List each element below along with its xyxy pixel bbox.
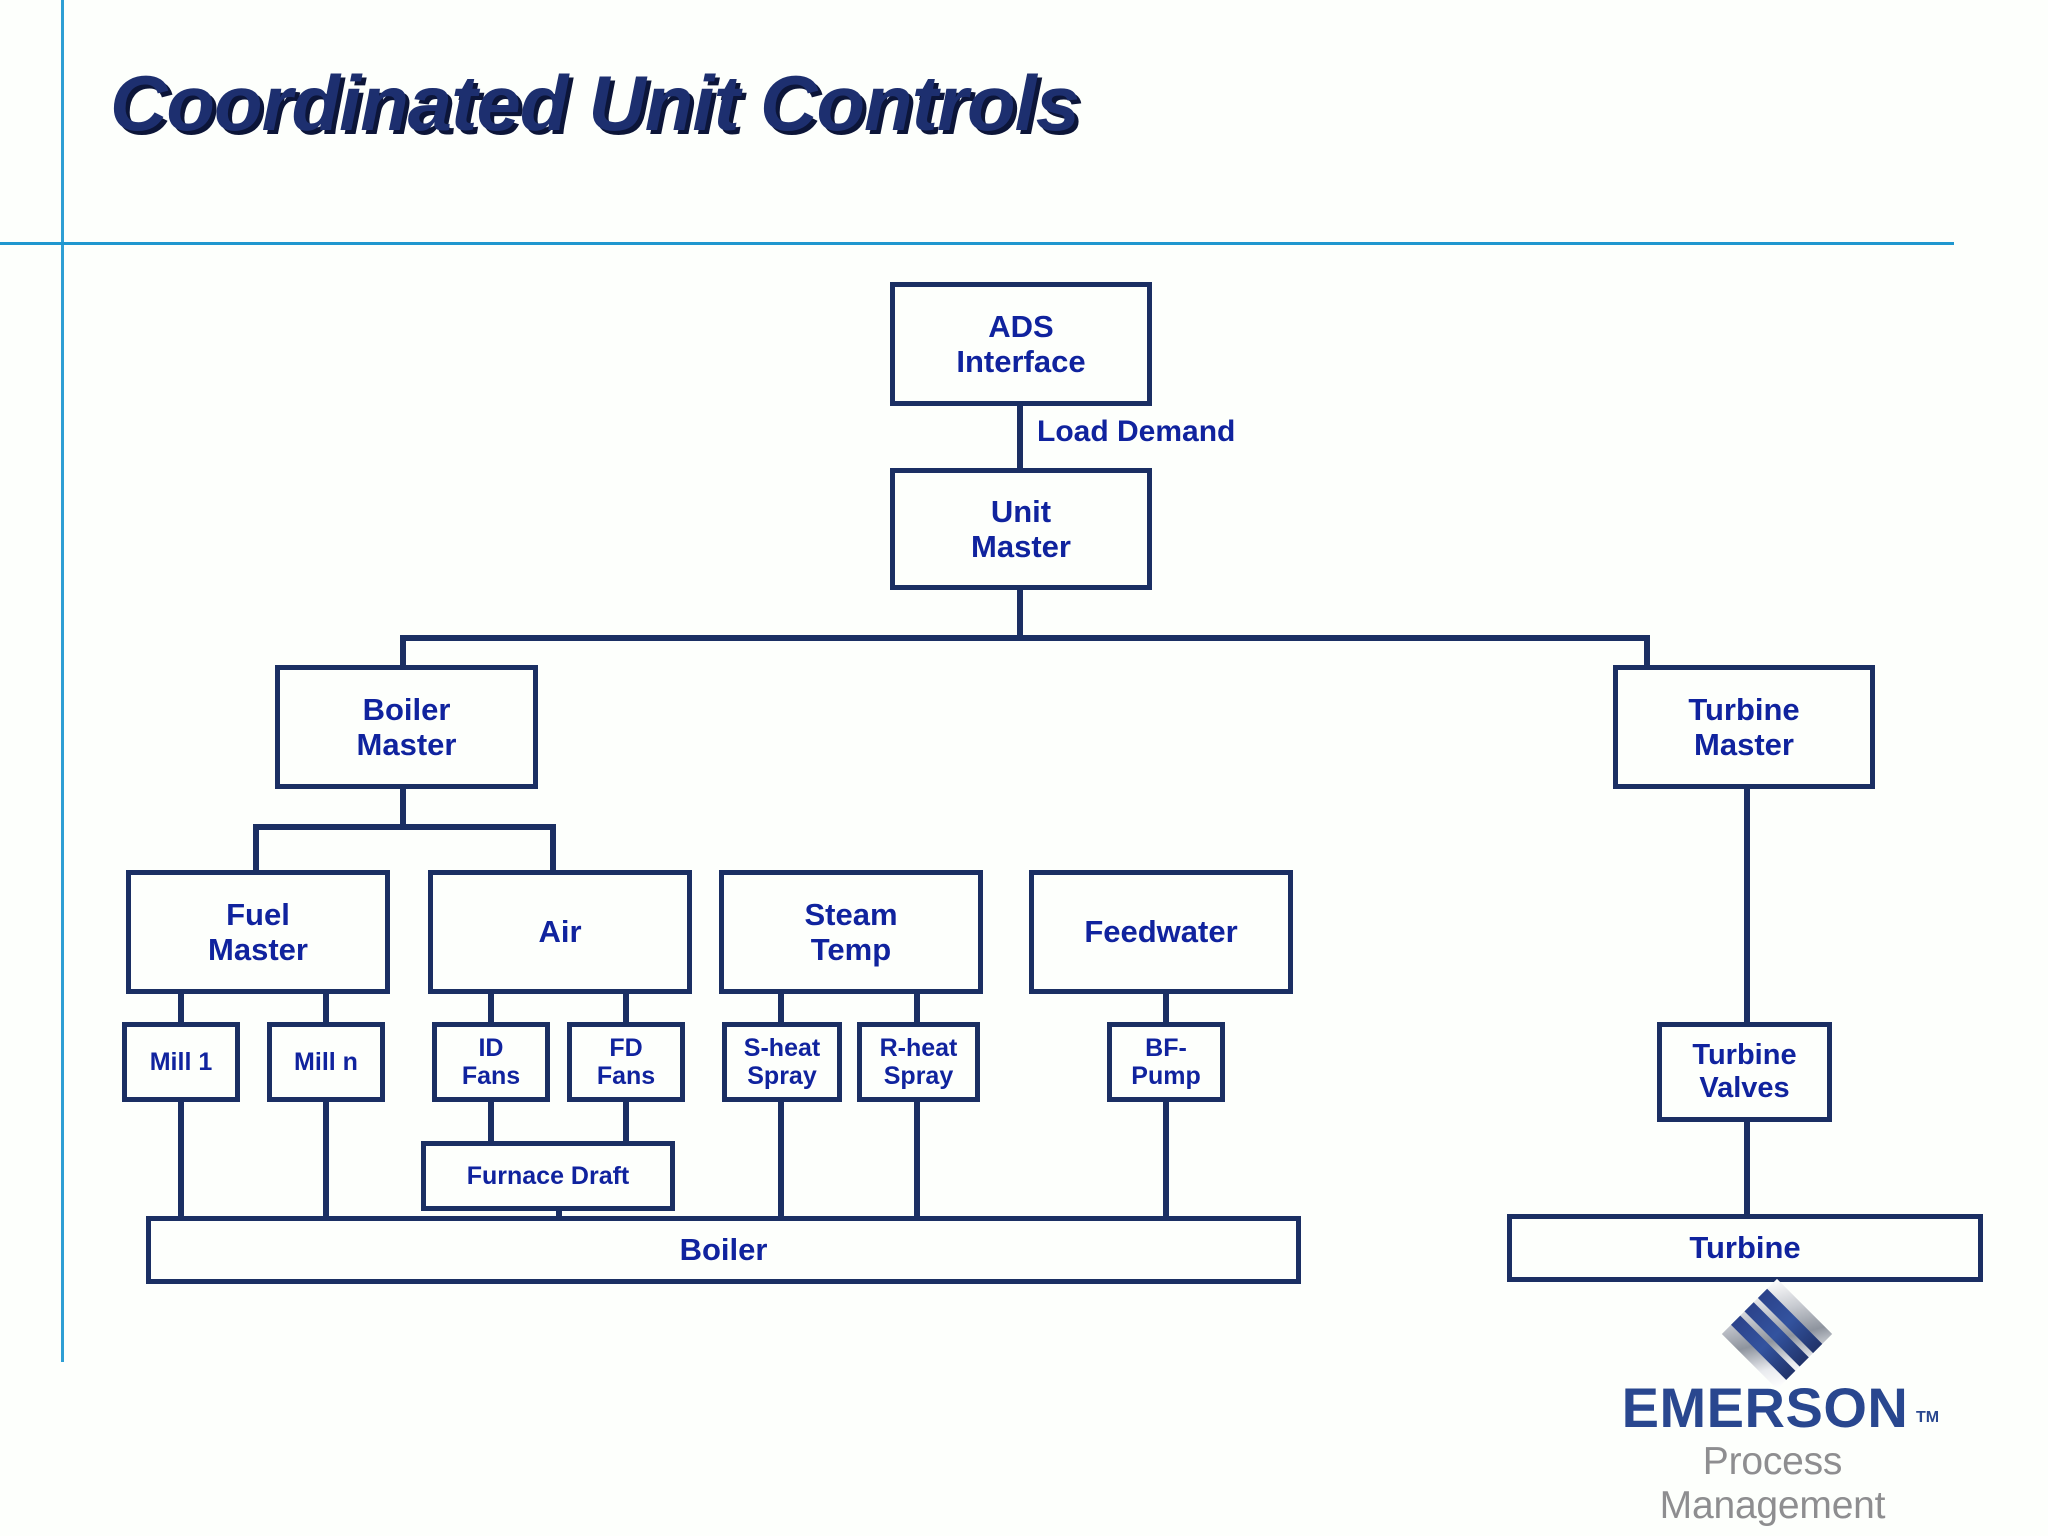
emerson-diamond-icon [1721,1278,1833,1390]
connector-ads-to-unit-master [1017,405,1023,475]
connector-mill-1-to-boiler [178,1100,184,1218]
connector-steam-temp-to-r-heat-spray [914,992,920,1024]
connector-branch-to-air [550,824,556,872]
node-air[interactable]: Air [428,870,692,994]
connector-steam-temp-to-s-heat-spray [778,992,784,1024]
connector-fuel-master-to-mill-n [323,992,329,1024]
header-accent-rule [0,242,1954,245]
connector-fuel-master-to-mill-1 [178,992,184,1024]
connector-id-fans-to-furnace-draft [488,1100,494,1144]
connector-bf-pump-to-boiler [1163,1100,1169,1218]
node-turbine-valves[interactable]: Turbine Valves [1657,1022,1832,1122]
connector-fd-fans-to-furnace-draft [623,1100,629,1144]
connector-bus-to-boiler-master [400,635,406,668]
connector-turbine-master-to-valves [1744,788,1750,1024]
node-turbine[interactable]: Turbine [1507,1214,1983,1282]
connector-air-to-id-fans [488,992,494,1024]
emerson-tagline: Process Management [1659,1440,1886,1527]
node-ads-interface[interactable]: ADS Interface [890,282,1152,406]
connector-air-to-fd-fans [623,992,629,1024]
edge-label-load-demand: Load Demand [1037,415,1236,448]
connector-r-heat-spray-to-boiler [914,1100,920,1218]
emerson-wordmark: EMERSON [1621,1376,1909,1439]
node-furnace-draft[interactable]: Furnace Draft [421,1141,675,1211]
connector-branch-to-fuel-master [253,824,259,872]
connector-unit-master-drop [1017,588,1023,640]
node-fuel-master[interactable]: Fuel Master [126,870,390,994]
node-steam-temp[interactable]: Steam Temp [719,870,983,994]
connector-bus-to-turbine-master [1644,635,1650,668]
node-s-heat-spray[interactable]: S-heat Spray [722,1022,842,1102]
node-boiler[interactable]: Boiler [146,1216,1301,1284]
node-unit-master[interactable]: Unit Master [890,468,1152,590]
node-mill-n[interactable]: Mill n [267,1022,385,1102]
connector-boiler-master-branch-bar [253,824,556,830]
emerson-trademark-symbol: TM [1916,1409,1940,1426]
node-boiler-master[interactable]: Boiler Master [275,665,538,789]
connector-furnace-draft-to-boiler [556,1208,562,1222]
connector-boiler-master-drop [400,788,406,828]
node-mill-1[interactable]: Mill 1 [122,1022,240,1102]
connector-mill-n-to-boiler [323,1100,329,1218]
connector-s-heat-spray-to-boiler [778,1100,784,1218]
node-fd-fans[interactable]: FD Fans [567,1022,685,1102]
node-bf-pump[interactable]: BF- Pump [1107,1022,1225,1102]
node-id-fans[interactable]: ID Fans [432,1022,550,1102]
connector-valves-to-turbine [1744,1122,1750,1220]
connector-main-bus [400,635,1650,641]
emerson-logo: EMERSON TM Process Management [1600,1278,1960,1527]
node-turbine-master[interactable]: Turbine Master [1613,665,1875,789]
connector-feedwater-to-bf-pump [1163,992,1169,1024]
left-accent-rule [61,0,64,1362]
page-title: Coordinated Unit Controls [110,59,1080,147]
node-feedwater[interactable]: Feedwater [1029,870,1293,994]
node-r-heat-spray[interactable]: R-heat Spray [857,1022,980,1102]
